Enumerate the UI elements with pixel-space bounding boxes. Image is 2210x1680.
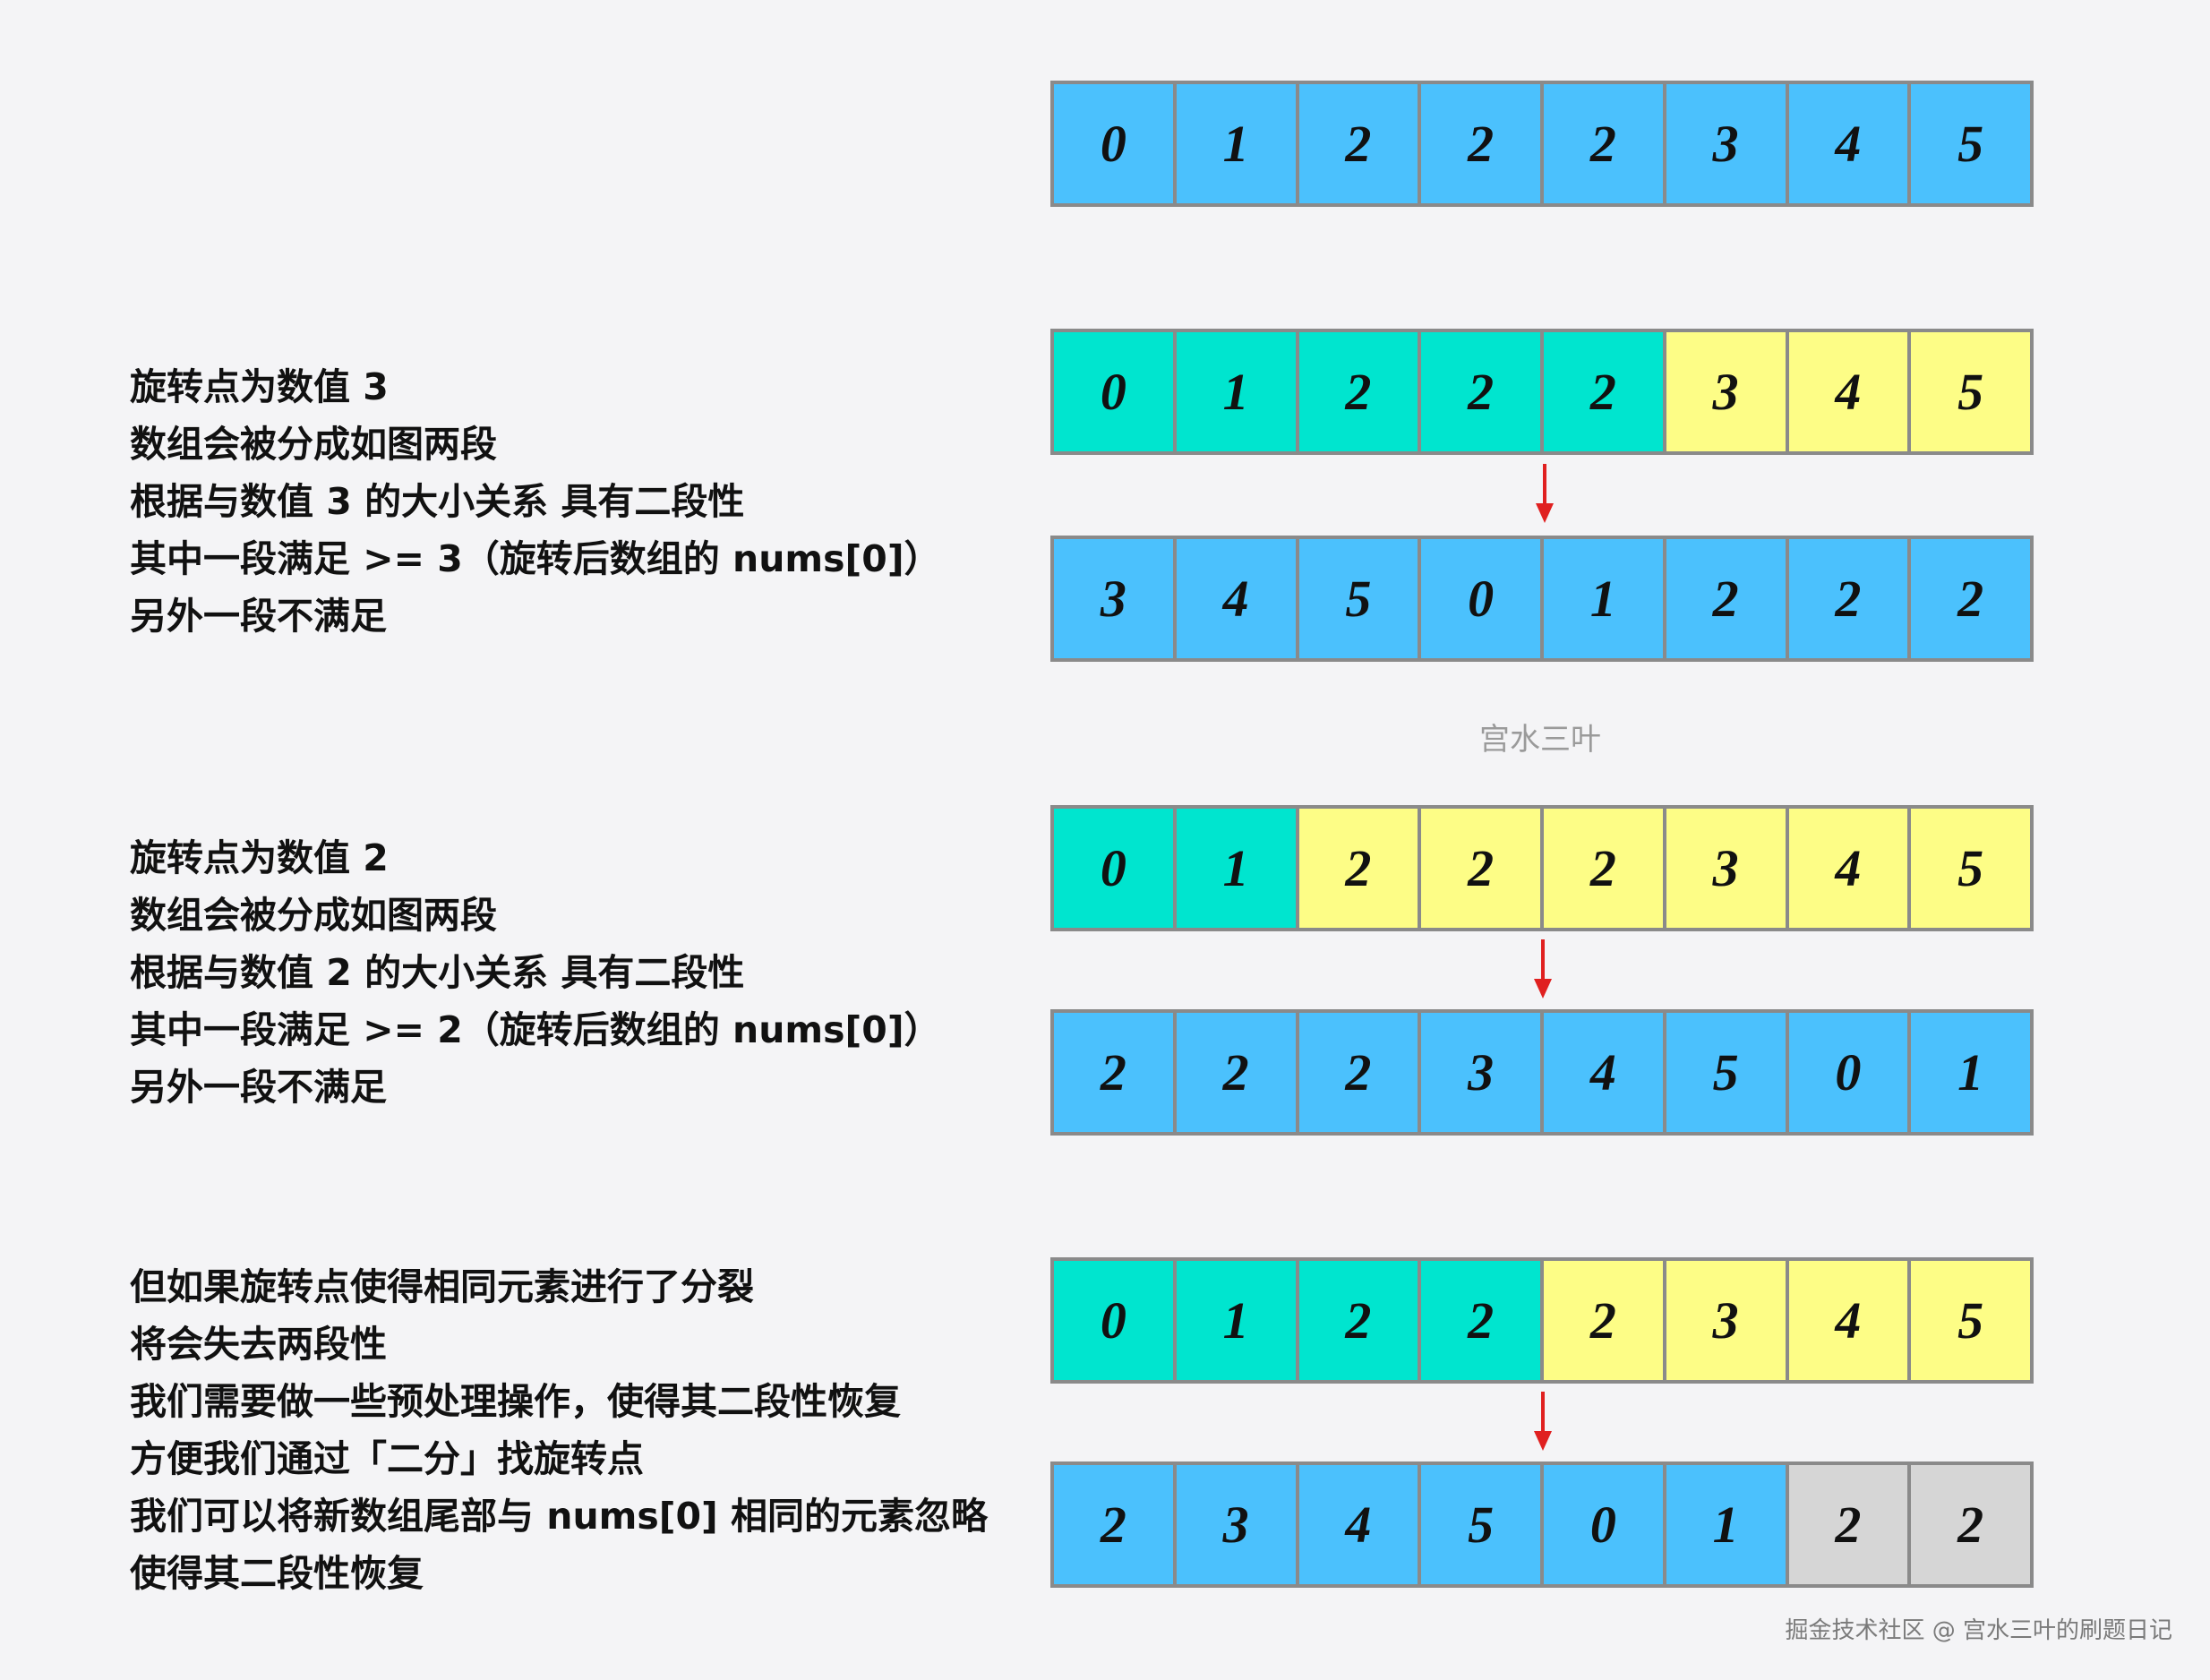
array-cell: 1	[1666, 1465, 1786, 1584]
array-cell: 2	[1788, 1465, 1908, 1584]
array-cell: 2	[1298, 84, 1418, 203]
array-cell: 0	[1421, 539, 1540, 658]
note-line: 数组会被分成如图两段	[130, 894, 497, 937]
array-cell: 5	[1666, 1013, 1786, 1132]
array-cell: 1	[1176, 84, 1296, 203]
array-cell: 4	[1298, 1465, 1418, 1584]
array-cell: 2	[1911, 539, 2030, 658]
array-cell: 3	[1421, 1013, 1540, 1132]
down-arrow-icon	[1534, 1392, 1552, 1451]
array-cell: 3	[1054, 539, 1173, 658]
note-line: 将会失去两段性	[130, 1323, 387, 1366]
array-cell: 2	[1054, 1465, 1173, 1584]
array-cell: 1	[1176, 1261, 1296, 1380]
array-cell: 3	[1666, 1261, 1786, 1380]
note-line: 根据与数值 2 的大小关系 具有二段性	[130, 951, 745, 994]
note-line: 另外一段不满足	[130, 1066, 387, 1109]
array-cell: 0	[1054, 84, 1173, 203]
array-cell: 1	[1176, 332, 1296, 451]
note-case1: 旋转点为数值 3 数组会被分成如图两段 根据与数值 3 的大小关系 具有二段性 …	[130, 358, 941, 645]
down-arrow-icon	[1536, 464, 1554, 523]
note-line: 其中一段满足 >= 3（旋转后数组的 nums[0]）	[130, 537, 941, 580]
array-cell: 0	[1054, 1261, 1173, 1380]
note-line: 我们可以将新数组尾部与 nums[0] 相同的元素忽略	[130, 1495, 989, 1538]
array-cell: 2	[1298, 1013, 1418, 1132]
array-cell: 2	[1176, 1013, 1296, 1132]
array-cell: 5	[1298, 539, 1418, 658]
array-cell: 4	[1788, 809, 1908, 928]
array-cell: 2	[1421, 332, 1540, 451]
array-cell: 4	[1176, 539, 1296, 658]
array-cell: 4	[1788, 84, 1908, 203]
array-cell: 2	[1421, 809, 1540, 928]
array-cell: 2	[1544, 1261, 1663, 1380]
note-line: 我们需要做一些预处理操作，使得其二段性恢复	[130, 1380, 901, 1423]
watermark-center: 宫水三叶	[1479, 722, 1601, 758]
watermark-footer: 掘金技术社区 @ 宫水三叶的刷题日记	[1785, 1617, 2172, 1644]
array-cell: 2	[1298, 332, 1418, 451]
array-cell: 1	[1176, 809, 1296, 928]
array-cell: 0	[1544, 1465, 1663, 1584]
array-cell: 5	[1911, 332, 2030, 451]
array-cell: 2	[1421, 84, 1540, 203]
note-line: 另外一段不满足	[130, 595, 387, 638]
array-cell: 2	[1666, 539, 1786, 658]
note-line: 其中一段满足 >= 2（旋转后数组的 nums[0]）	[130, 1008, 941, 1051]
array-cell: 3	[1666, 84, 1786, 203]
down-arrow-icon	[1534, 939, 1552, 999]
note-case3: 但如果旋转点使得相同元素进行了分裂 将会失去两段性 我们需要做一些预处理操作，使…	[130, 1258, 988, 1602]
array-cell: 4	[1788, 332, 1908, 451]
array-cell: 3	[1176, 1465, 1296, 1584]
array-cell: 2	[1298, 809, 1418, 928]
array-cell: 2	[1544, 84, 1663, 203]
note-line: 数组会被分成如图两段	[130, 423, 497, 466]
array-cell: 1	[1911, 1013, 2030, 1132]
array-cell: 2	[1298, 1261, 1418, 1380]
array-cell: 3	[1666, 809, 1786, 928]
array-cell: 1	[1544, 539, 1663, 658]
array-cell: 4	[1544, 1013, 1663, 1132]
note-line: 方便我们通过「二分」找旋转点	[130, 1437, 644, 1480]
note-line: 旋转点为数值 2	[130, 836, 389, 879]
array-cell: 0	[1054, 332, 1173, 451]
note-line: 但如果旋转点使得相同元素进行了分裂	[130, 1265, 754, 1308]
note-line: 根据与数值 3 的大小关系 具有二段性	[130, 480, 745, 523]
array-cell: 2	[1788, 539, 1908, 658]
array-cell: 5	[1911, 1261, 2030, 1380]
note-line: 使得其二段性恢复	[130, 1552, 424, 1595]
array-cell: 2	[1421, 1261, 1540, 1380]
note-line: 旋转点为数值 3	[130, 365, 389, 408]
array-cell: 3	[1666, 332, 1786, 451]
array-cell: 4	[1788, 1261, 1908, 1380]
array-cell: 2	[1054, 1013, 1173, 1132]
array-cell: 5	[1421, 1465, 1540, 1584]
array-cell: 2	[1544, 809, 1663, 928]
array-cell: 5	[1911, 84, 2030, 203]
note-case2: 旋转点为数值 2 数组会被分成如图两段 根据与数值 2 的大小关系 具有二段性 …	[130, 829, 941, 1116]
array-cell: 2	[1911, 1465, 2030, 1584]
array-cell: 0	[1788, 1013, 1908, 1132]
array-cell: 2	[1544, 332, 1663, 451]
array-cell: 5	[1911, 809, 2030, 928]
array-cell: 0	[1054, 809, 1173, 928]
